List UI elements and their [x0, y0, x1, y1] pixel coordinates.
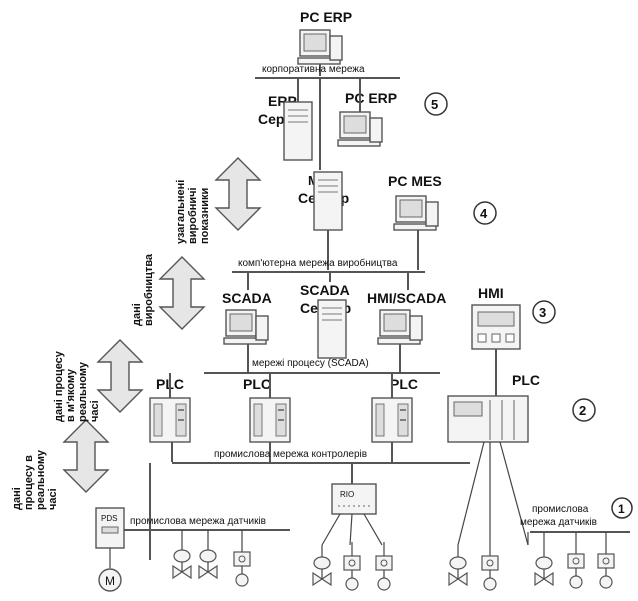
sensors-network-right-label-2: мережа датчиків [520, 517, 597, 528]
controllers-network-label: промислова мережа контролерів [214, 449, 367, 460]
pc-mes-icon [393, 195, 439, 231]
svg-text:дані: дані [131, 303, 143, 326]
side-label-realtime: дані процесу в реальному часі [11, 449, 59, 510]
sensor-icon [233, 537, 251, 587]
pc-erp-right-icon [337, 111, 383, 147]
level-2-number: 2 [579, 403, 586, 418]
production-network-label: комп'ютерна мережа виробництва [238, 257, 398, 269]
motor-icon [98, 568, 122, 592]
level-1-number: 1 [618, 502, 625, 516]
double-arrow-icon [63, 419, 109, 493]
plc-3-icon [371, 397, 413, 443]
double-arrow-icon [97, 339, 143, 413]
scada-pc-icon [223, 309, 269, 345]
side-label-aggregated-indicators: узагальнені виробничі показники [175, 180, 211, 244]
svg-text:дані: дані [11, 487, 23, 510]
svg-text:реальному: реальному [35, 449, 47, 510]
svg-text:виробництва: виробництва [143, 253, 155, 326]
pc-erp-top-label: PC ERP [300, 9, 352, 25]
svg-text:процесу в: процесу в [23, 455, 35, 510]
double-arrow-icon [215, 157, 261, 231]
sensor-icon [481, 541, 499, 591]
level-3-badge [532, 300, 556, 324]
motor-label: M [105, 574, 115, 588]
plc-4-icon [447, 395, 529, 443]
rio-label: RIO [340, 490, 354, 499]
sensors-network-left-label: промислова мережа датчиків [130, 516, 266, 527]
rio-module-icon: RIO [331, 483, 377, 515]
valve-icon [198, 537, 218, 579]
plc-3-label: PLC [390, 376, 418, 392]
valve-icon [534, 544, 554, 586]
plc-4-label: PLC [512, 372, 540, 388]
pc-mes-label: PC MES [388, 173, 442, 189]
hmi-scada-pc-icon [377, 309, 423, 345]
side-label-production-data: дані виробництва [131, 253, 155, 326]
svg-text:узагальнені: узагальнені [175, 180, 187, 244]
svg-text:часі: часі [89, 400, 101, 422]
scada-server-label-1: SCADA [300, 282, 350, 298]
svg-text:реальному: реальному [77, 361, 89, 422]
level-5-number: 5 [431, 97, 438, 112]
pds-drive-icon: PDS [95, 507, 125, 549]
svg-text:в м'якому: в м'якому [65, 368, 77, 422]
level-2-badge [572, 398, 596, 422]
sensors-network-right-label-1: промислова [532, 504, 589, 515]
erp-server-icon [283, 101, 313, 161]
sensor-icon [343, 541, 361, 591]
svg-text:часі: часі [47, 488, 59, 510]
level-4-badge [473, 201, 497, 225]
corporate-network-label: корпоративна мережа [262, 64, 365, 75]
process-network-label: мережі процесу (SCADA) [252, 358, 369, 369]
svg-text:дані процесу: дані процесу [53, 350, 65, 422]
level-3-number: 3 [539, 305, 546, 320]
plc-2-label: PLC [243, 376, 271, 392]
double-arrow-icon [159, 256, 205, 330]
pc-erp-top-icon [297, 29, 343, 65]
plc-1-icon [149, 397, 191, 443]
hmi-scada-label: HMI/SCADA [367, 290, 446, 306]
valve-icon [448, 544, 468, 586]
sensor-icon [597, 539, 615, 589]
hmi-label: HMI [478, 285, 504, 301]
level-1-badge [611, 497, 633, 519]
hmi-panel-icon [471, 304, 521, 350]
side-label-soft-realtime: дані процесу в м'якому реальному часі [53, 350, 101, 422]
svg-text:показники: показники [199, 188, 211, 244]
pds-label: PDS [101, 514, 117, 523]
mes-server-icon [313, 171, 343, 231]
level-4-number: 4 [480, 206, 488, 221]
scada-label: SCADA [222, 290, 272, 306]
plc-2-icon [249, 397, 291, 443]
pc-erp-right-label: PC ERP [345, 90, 397, 106]
sensor-icon [375, 541, 393, 591]
level-5-badge [424, 92, 448, 116]
svg-text:виробничі: виробничі [187, 187, 199, 244]
scada-server-icon [317, 299, 347, 359]
valve-icon [312, 544, 332, 586]
sensor-icon [567, 539, 585, 589]
valve-icon [172, 537, 192, 579]
